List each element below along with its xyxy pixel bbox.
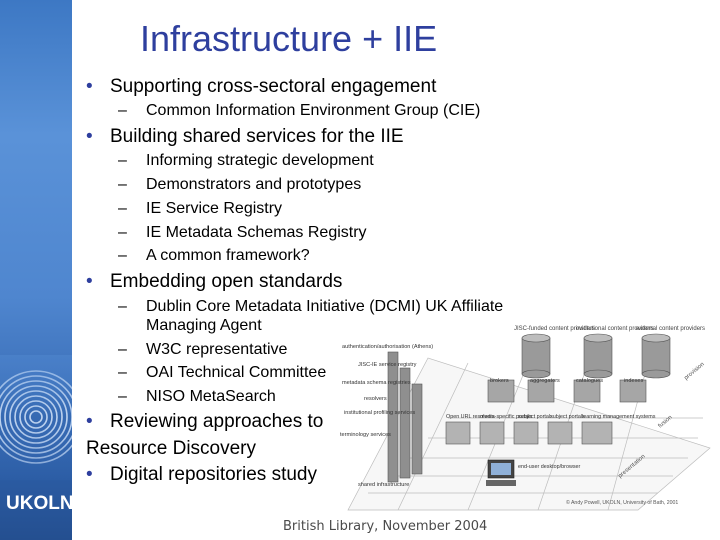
- sub-bullet-text: A common framework?: [146, 247, 310, 264]
- dash-marker: –: [118, 364, 127, 381]
- diagram-footer-label: end-user desktop/browser: [518, 464, 581, 470]
- bullet-text: Supporting cross-sectoral engagement: [110, 76, 437, 97]
- bullet-item: • Embedding open standards: [86, 271, 342, 293]
- sub-bullet-text: Demonstrators and prototypes: [146, 176, 362, 193]
- dash-marker: –: [118, 152, 127, 169]
- sub-bullet-item: – Common Information Environment Group (C…: [118, 102, 480, 120]
- diagram-mid-label: brokers: [490, 378, 509, 384]
- diagram-bottom-label: Open URL resolvers: [446, 414, 495, 420]
- bullet-marker: •: [86, 76, 93, 97]
- bullet-item: • Building shared services for the IIE: [86, 126, 404, 148]
- service-blocks: [487, 379, 647, 403]
- dash-marker: –: [118, 224, 127, 241]
- sub-bullet-text: Dublin Core Metadata Initiative (DCMI) U…: [146, 298, 504, 315]
- dash-marker: –: [118, 176, 127, 193]
- sub-bullet-item: – Dublin Core Metadata Initiative (DCMI) …: [118, 298, 503, 316]
- dash-marker: –: [118, 200, 127, 217]
- sub-bullet-item: – OAI Technical Committee: [118, 364, 326, 382]
- dash-marker: –: [118, 341, 127, 358]
- bullet-marker: •: [86, 271, 93, 292]
- diagram-bottom-label: subject portals: [518, 414, 553, 420]
- diagram-top-label: institutional content providers: [576, 326, 654, 332]
- sub-bullet-text: OAI Technical Committee: [146, 364, 327, 381]
- desktop-computer-icon: [486, 459, 516, 486]
- sub-bullet-text: NISO MetaSearch: [146, 388, 276, 405]
- diagram-bottom-label: learning management systems: [582, 414, 656, 420]
- sub-bullet-item: – IE Metadata Schemas Registry: [118, 224, 367, 242]
- bullet-marker: •: [86, 411, 93, 432]
- bullet-marker: •: [86, 126, 93, 147]
- diagram-left-label: institutional profiling services: [344, 410, 415, 416]
- sub-bullet-text: Common Information Environment Group (CI…: [146, 102, 481, 119]
- diagram-top-label: JISC-funded content providers: [514, 326, 595, 332]
- diagram-top-label: external content providers: [636, 326, 705, 332]
- sub-bullet-text: Informing strategic development: [146, 152, 374, 169]
- diagram-footer-label: shared infrastructure: [358, 482, 409, 488]
- bullet-text: Digital repositories study: [110, 464, 317, 485]
- diagram-left-label: terminology services: [340, 432, 391, 438]
- slide-footer: British Library, November 2004: [283, 519, 488, 534]
- dash-marker: –: [118, 298, 127, 315]
- content-provider-cylinders: [521, 333, 671, 379]
- diagram-mid-label: indexes: [624, 378, 643, 384]
- logo-text: UKOLN: [6, 493, 74, 514]
- sub-bullet-text: IE Metadata Schemas Registry: [146, 224, 367, 241]
- ukoln-logo-icon: [0, 355, 72, 480]
- bullet-continuation: Resource Discovery: [86, 438, 256, 459]
- dash-marker: –: [118, 102, 127, 119]
- sidebar-band: UKOLN: [0, 0, 74, 540]
- sub-bullet-item: – IE Service Registry: [118, 200, 282, 218]
- diagram-mid-label: catalogues: [576, 378, 603, 384]
- sub-bullet-item: – A common framework?: [118, 247, 310, 265]
- diagram-side-label: fusion: [657, 415, 673, 430]
- sub-bullet-text: W3C representative: [146, 341, 288, 358]
- diagram-bottom-label: subject portals: [550, 414, 585, 420]
- bullet-text: Reviewing approaches to: [110, 411, 324, 432]
- bullet-text: Embedding open standards: [110, 271, 343, 292]
- bullet-item: • Digital repositories study: [86, 464, 317, 486]
- diagram-side-label: provision: [683, 361, 705, 381]
- slide-title: Infrastructure + IIE: [140, 18, 438, 59]
- bullet-item: • Supporting cross-sectoral engagement: [86, 76, 436, 98]
- bullet-text: Building shared services for the IIE: [110, 126, 404, 147]
- sub-bullet-text: IE Service Registry: [146, 200, 283, 217]
- diagram-credit: © Andy Powell, UKOLN, University of Bath…: [566, 499, 678, 506]
- diagram-mid-label: aggregators: [530, 378, 560, 384]
- diagram-left-label: authentication/authorisation (Athens): [342, 344, 433, 350]
- bullet-item: • Reviewing approaches to: [86, 411, 323, 433]
- diagram-left-label: resolvers: [364, 396, 387, 402]
- sub-bullet-item: – Demonstrators and prototypes: [118, 176, 361, 194]
- architecture-diagram: JISC-funded content providers institutio…: [340, 326, 711, 511]
- dash-marker: –: [118, 388, 127, 405]
- diagram-left-label: JISC-IE service registry: [358, 362, 417, 368]
- diagram-left-label: metadata schema registries: [342, 380, 411, 386]
- diagram-bottom-label: media-specific portals: [480, 414, 532, 420]
- bullet-marker: •: [86, 464, 93, 485]
- sub-bullet-item: – Informing strategic development: [118, 152, 374, 170]
- sub-bullet-item: – W3C representative: [118, 341, 287, 359]
- sub-bullet-item: – NISO MetaSearch: [118, 388, 276, 406]
- portal-blocks: [445, 421, 613, 445]
- infrastructure-stack: [387, 351, 423, 483]
- sub-bullet-continuation: Managing Agent: [146, 317, 262, 334]
- dash-marker: –: [118, 247, 127, 264]
